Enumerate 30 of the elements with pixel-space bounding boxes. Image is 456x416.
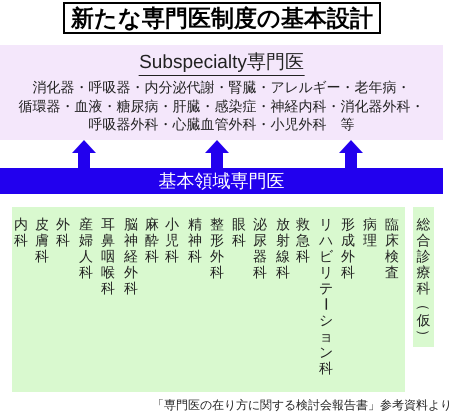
block-arrow	[72, 140, 96, 168]
vertical-label: リハビリテーション科	[318, 216, 334, 376]
vertical-label: 外科	[55, 216, 71, 248]
vertical-label: 整形外科	[209, 216, 225, 280]
vertical-label: 病理	[362, 216, 378, 248]
source-note: 「専門医の在り方に関する検討会報告書」参考資料より	[152, 397, 452, 413]
vertical-label: 泌尿器科	[252, 216, 268, 280]
panel	[12, 207, 405, 392]
vertical-label: 眼科	[231, 216, 247, 248]
vertical-label: 形成外科	[340, 216, 356, 280]
vertical-label: 耳鼻咽喉科	[100, 216, 116, 296]
vertical-label: 内科	[13, 216, 29, 248]
vertical-label: 精神科	[187, 216, 203, 264]
vertical-label: 小児科	[164, 216, 180, 264]
body-text: 消化器・呼吸器・内分泌代謝・腎臓・アレルギー・老年病・循環器・血液・糖尿病・肝臓・感染症・神経内科・消化器外科・呼吸器外科・心臓血管外科・小児外科 等	[18, 78, 426, 134]
vertical-label: 放射線科	[275, 216, 291, 280]
title: 新たな専門医制度の基本設計	[63, 2, 381, 34]
panel	[0, 45, 443, 140]
vertical-label: 脳神経外科	[123, 216, 139, 296]
banner: 基本領域専門医	[0, 168, 443, 194]
vertical-label: 救急科	[295, 216, 311, 264]
panel	[413, 207, 434, 347]
vertical-label: 産婦人科	[78, 216, 94, 280]
heading: Subspecialty専門医	[138, 52, 305, 76]
block-arrow	[339, 140, 363, 168]
vertical-label: 麻酔科	[144, 216, 160, 264]
vertical-label: 皮膚科	[34, 216, 50, 264]
vertical-label: 臨床検査	[384, 216, 400, 280]
vertical-label: 総合診療科（仮）	[416, 216, 432, 344]
block-arrow	[205, 140, 229, 168]
